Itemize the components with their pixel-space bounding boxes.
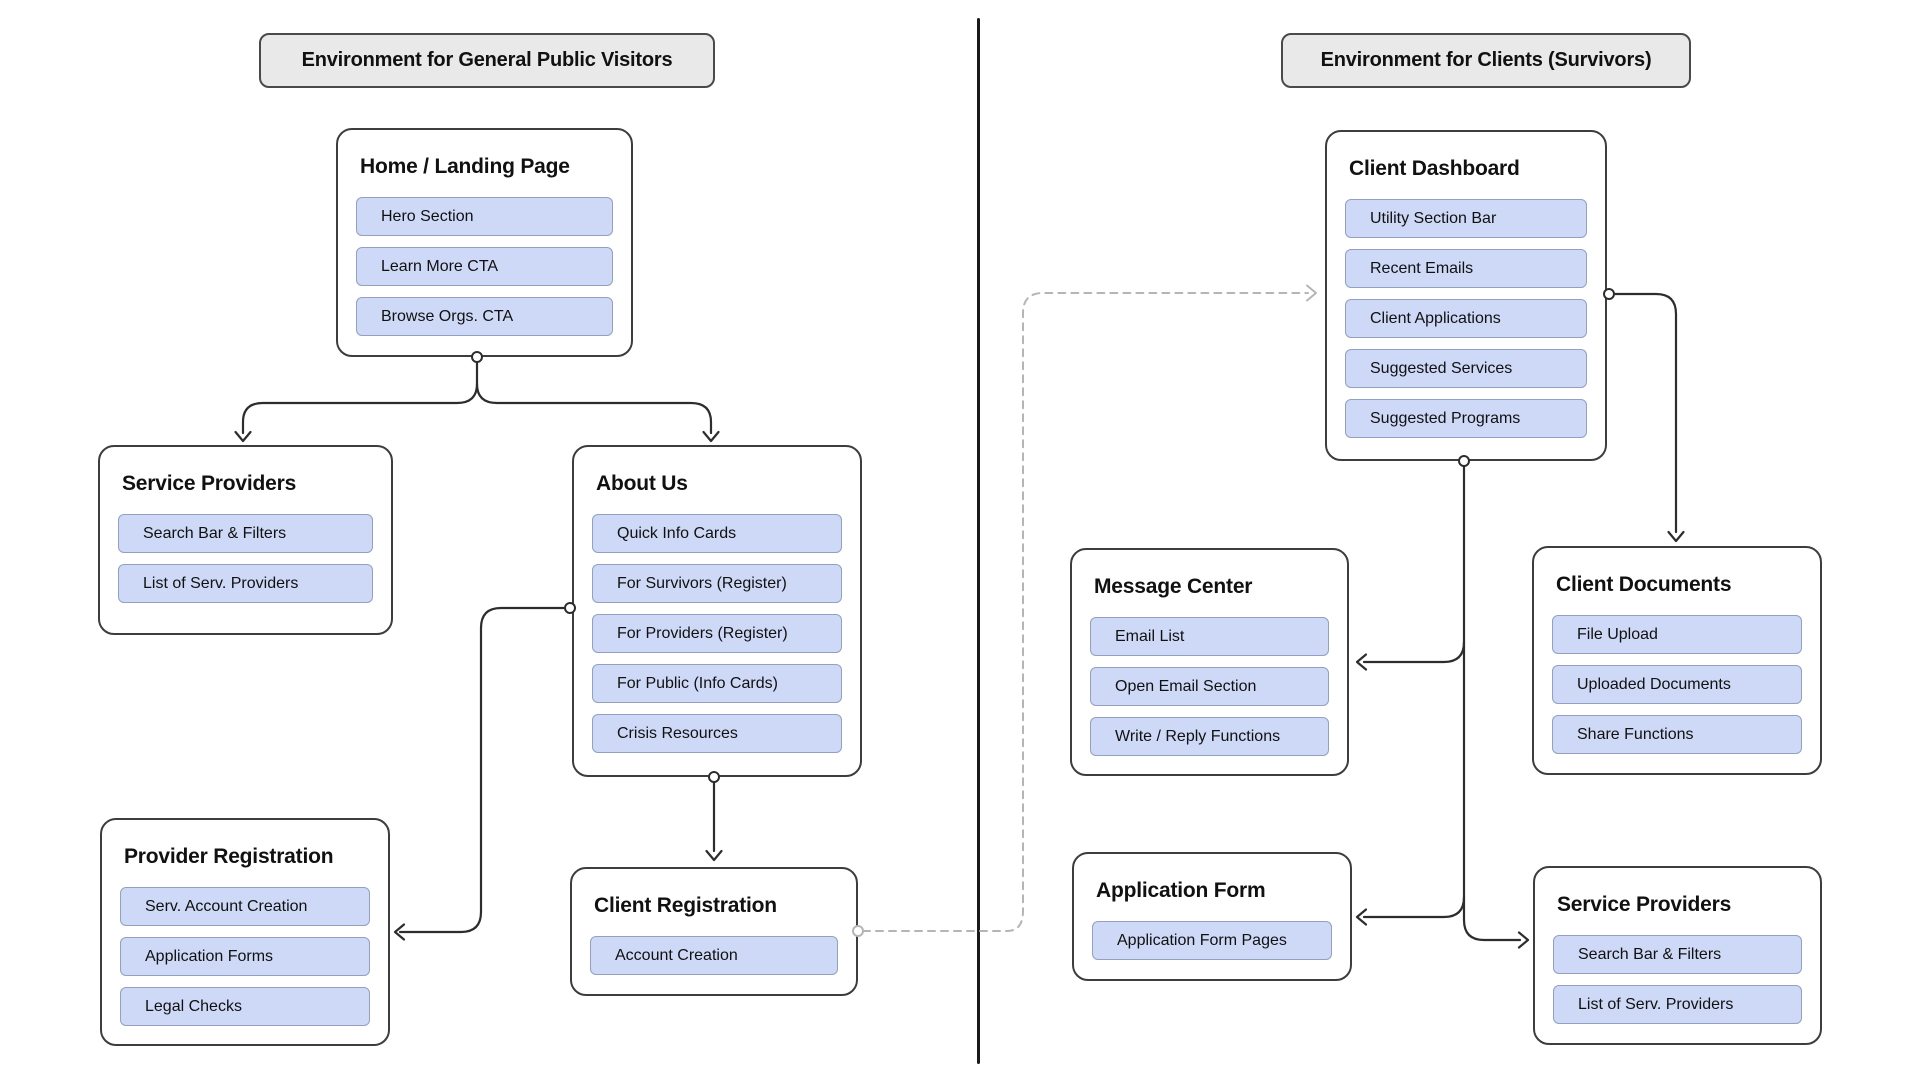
arrowhead-down-about-us [702,430,720,443]
arrowhead-down-client-registration [705,849,723,862]
connector-dashboard-to-application-form [1362,895,1466,919]
connector-home-to-about-us [475,382,713,435]
node-title: Application Form [1096,879,1266,902]
node-title: Client Dashboard [1349,157,1520,180]
node-item-pill[interactable]: Quick Info Cards [592,514,842,553]
connector-home-to-service-providers [241,382,479,435]
node-item-pill[interactable]: Utility Section Bar [1345,199,1587,238]
arrowhead-left-application-form [1355,908,1368,926]
node-title: Service Providers [1557,893,1732,916]
node-item-pill[interactable]: Suggested Services [1345,349,1587,388]
node-item-pill[interactable]: Write / Reply Functions [1090,717,1329,756]
arrowhead-right-service-providers [1517,931,1530,949]
node-item-pill[interactable]: Share Functions [1552,715,1802,754]
node-application-form[interactable]: Application Form Application Form Pages [1072,852,1352,981]
connector-dashboard-to-client-documents [1612,292,1678,534]
node-item-pill[interactable]: Email List [1090,617,1329,656]
node-item-pill[interactable]: Suggested Programs [1345,399,1587,438]
node-item-pill[interactable]: For Providers (Register) [592,614,842,653]
node-client-registration[interactable]: Client Registration Account Creation [570,867,858,996]
arrowhead-right-dashboard [1306,284,1317,302]
node-item-pill[interactable]: Crisis Resources [592,714,842,753]
env-header-clients-label: Environment for Clients (Survivors) [1320,49,1652,71]
node-title: Client Documents [1556,573,1732,596]
node-title: Message Center [1094,575,1253,598]
node-title: Client Registration [594,894,777,917]
node-item-pill[interactable]: Browse Orgs. CTA [356,297,613,336]
node-item-pill[interactable]: Uploaded Documents [1552,665,1802,704]
node-item-pill[interactable]: Search Bar & Filters [1553,935,1802,974]
env-header-public[interactable]: Environment for General Public Visitors [259,33,715,88]
node-item-pill[interactable]: Application Forms [120,937,370,976]
node-item-pill[interactable]: For Public (Info Cards) [592,664,842,703]
env-header-clients[interactable]: Environment for Clients (Survivors) [1281,33,1691,88]
node-item-pill[interactable]: Recent Emails [1345,249,1587,288]
node-title: About Us [596,472,688,495]
arrowhead-down-client-documents [1667,530,1685,543]
connector-dashboard-to-message-center [1362,640,1466,664]
arrowhead-left-message-center [1355,653,1368,671]
node-item-pill[interactable]: Open Email Section [1090,667,1329,706]
node-item-pill[interactable]: Hero Section [356,197,613,236]
connector-about-to-provider-registration [398,606,567,934]
node-items-list: Account Creation [590,936,838,975]
node-provider-registration[interactable]: Provider Registration Serv. Account Crea… [100,818,390,1046]
env-header-public-label: Environment for General Public Visitors [301,49,673,71]
node-title: Service Providers [122,472,297,495]
node-items-list: Application Form Pages [1092,921,1332,960]
node-item-pill[interactable]: Legal Checks [120,987,370,1026]
node-item-pill[interactable]: Client Applications [1345,299,1587,338]
connector-dashboard-to-service-providers-right [1462,464,1522,942]
node-item-pill[interactable]: Account Creation [590,936,838,975]
node-item-pill[interactable]: File Upload [1552,615,1802,654]
node-item-pill[interactable]: Application Form Pages [1092,921,1332,960]
node-title: Home / Landing Page [360,155,570,178]
node-item-pill[interactable]: Serv. Account Creation [120,887,370,926]
node-item-pill[interactable]: List of Serv. Providers [1553,985,1802,1024]
arrowhead-left-provider-registration [393,923,406,941]
node-item-pill[interactable]: List of Serv. Providers [118,564,373,603]
arrowhead-down-service-providers [234,430,252,443]
node-item-pill[interactable]: Learn More CTA [356,247,613,286]
node-item-pill[interactable]: Search Bar & Filters [118,514,373,553]
node-title: Provider Registration [124,845,334,868]
column-divider-line [977,18,980,1064]
node-item-pill[interactable]: For Survivors (Register) [592,564,842,603]
